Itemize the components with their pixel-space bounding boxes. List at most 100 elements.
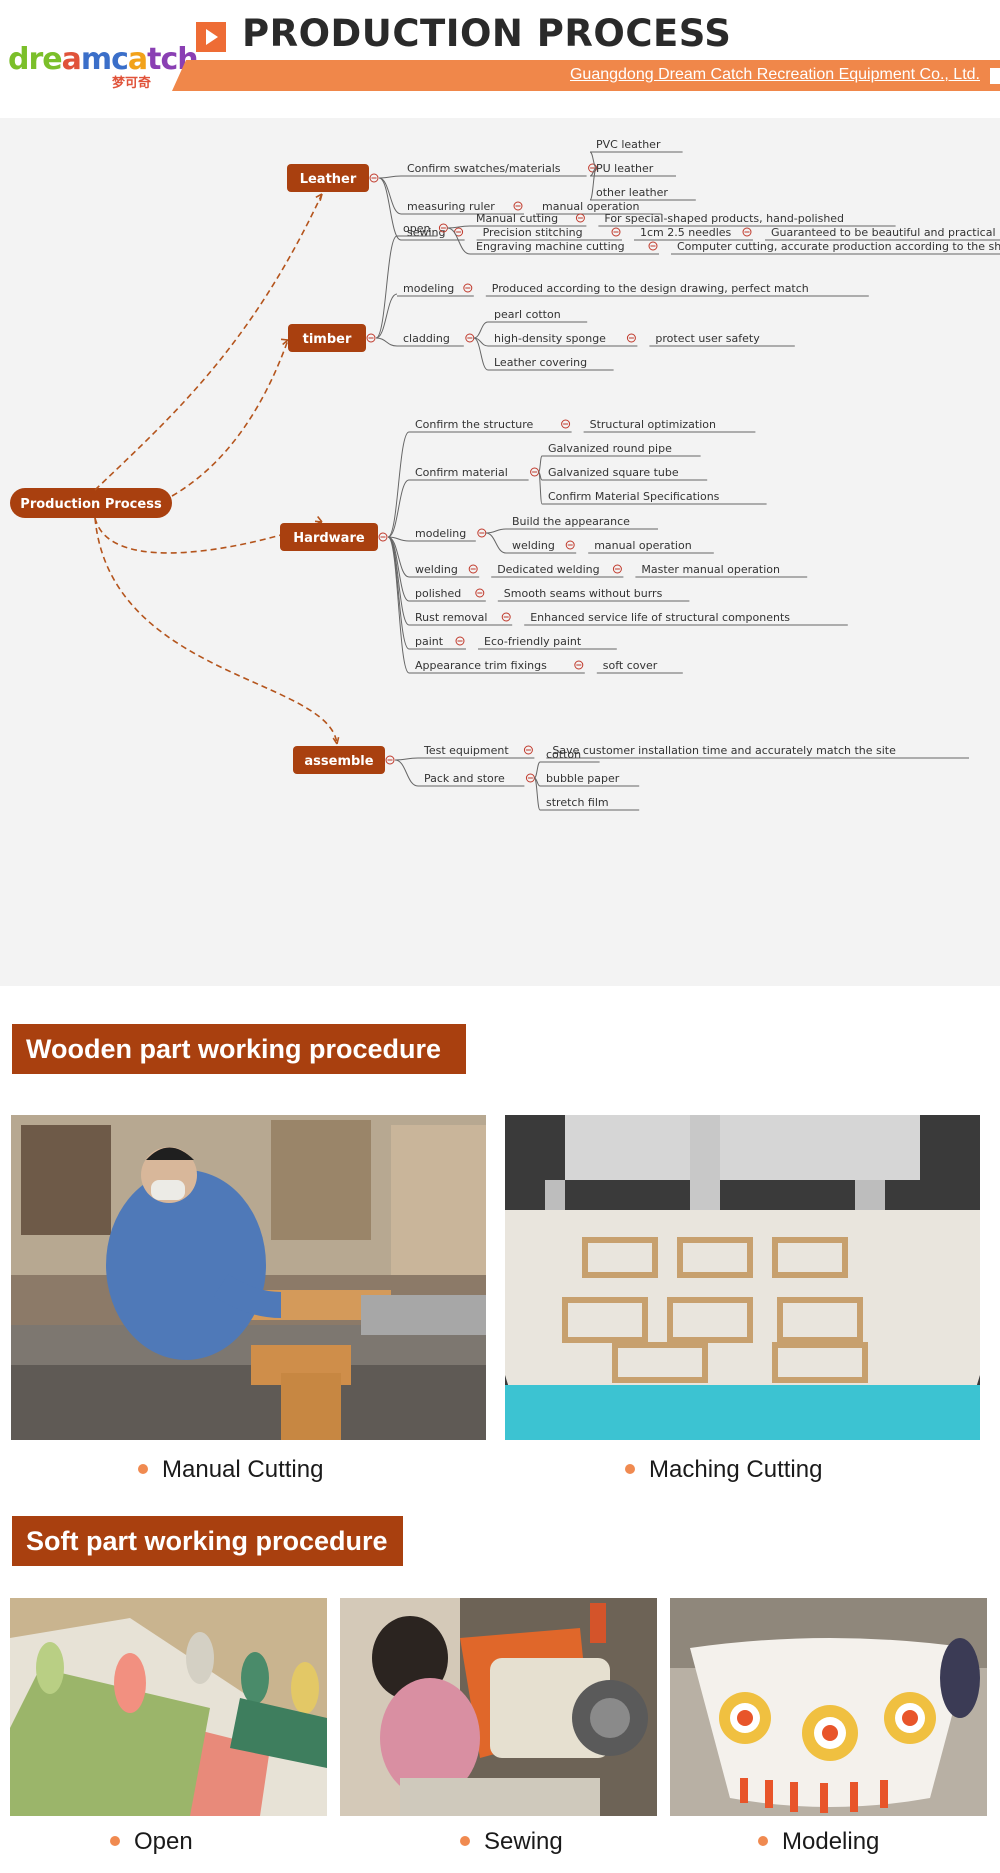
page-header: dreamcatch 梦可奇 PRODUCTION PROCESS Guangd… bbox=[0, 0, 1000, 118]
photo-machine-cutting bbox=[505, 1115, 980, 1440]
caption-text: Sewing bbox=[484, 1828, 563, 1855]
root-node-label: Production Process bbox=[20, 497, 162, 512]
mindmap-label: bubble paper bbox=[546, 772, 620, 785]
mindmap-label: high-density sponge bbox=[494, 332, 606, 345]
logo-wordmark: dreamcatch bbox=[8, 42, 199, 77]
branch-node bbox=[287, 164, 369, 192]
mindmap-label: Confirm the structure bbox=[415, 418, 534, 431]
branch-node bbox=[293, 746, 385, 774]
photo-manual-cutting bbox=[11, 1115, 486, 1440]
collapse-icon bbox=[385, 755, 395, 765]
mindmap-label: Computer cutting, accurate production ac… bbox=[677, 240, 1000, 253]
mindmap-edge bbox=[485, 532, 507, 554]
caption-text: Manual Cutting bbox=[162, 1456, 324, 1483]
mindmap-label: welding bbox=[415, 563, 458, 576]
root-node bbox=[10, 488, 172, 518]
collapse-icon bbox=[626, 333, 636, 343]
collapse-icon bbox=[455, 636, 465, 646]
collapse-icon bbox=[742, 227, 752, 237]
branch-node-label: Leather bbox=[300, 172, 357, 187]
photo-modeling bbox=[670, 1598, 987, 1816]
mindmap-edge bbox=[447, 227, 471, 255]
collapse-icon bbox=[378, 532, 388, 542]
collapse-icon bbox=[475, 588, 485, 598]
company-link[interactable]: Guangdong Dream Catch Recreation Equipme… bbox=[569, 66, 980, 83]
collapse-icon bbox=[648, 241, 658, 251]
mindmap-edge bbox=[447, 225, 471, 229]
photo-open bbox=[10, 1598, 327, 1816]
branch-connector bbox=[171, 339, 289, 497]
mindmap-label: polished bbox=[415, 587, 461, 600]
mindmap-label: other leather bbox=[596, 186, 668, 199]
branch-node bbox=[280, 523, 378, 551]
mindmap-label: Produced according to the design drawing… bbox=[492, 282, 809, 295]
mindmap-edge bbox=[394, 757, 419, 761]
collapse-icon bbox=[523, 745, 533, 755]
collapse-icon bbox=[366, 333, 376, 343]
collapse-icon bbox=[611, 227, 621, 237]
caption-open: Open bbox=[110, 1828, 193, 1856]
mindmap-label: Rust removal bbox=[415, 611, 487, 624]
mindmap-label: Appearance trim fixings bbox=[415, 659, 547, 672]
caption-text: Modeling bbox=[782, 1828, 880, 1855]
mindmap-label: pearl cotton bbox=[494, 308, 561, 321]
mindmap-edge bbox=[387, 536, 410, 650]
photo-sewing bbox=[340, 1598, 657, 1816]
play-icon bbox=[196, 22, 226, 52]
arrowhead bbox=[280, 338, 289, 346]
mindmap-edge bbox=[387, 431, 410, 538]
mindmap-label: protect user safety bbox=[655, 332, 760, 345]
bullet-icon bbox=[138, 1463, 148, 1474]
mindmap-edge bbox=[538, 455, 543, 473]
collapse-icon bbox=[612, 564, 622, 574]
bullet-icon bbox=[460, 1835, 470, 1846]
mindmap-label: manual operation bbox=[542, 200, 640, 213]
band-notch bbox=[990, 68, 1000, 84]
mindmap-label: Build the appearance bbox=[512, 515, 630, 528]
caption-sewing: Sewing bbox=[460, 1828, 563, 1856]
mindmap-label: Enhanced service life of structural comp… bbox=[530, 611, 790, 624]
arrowhead bbox=[315, 193, 323, 201]
page-title: PRODUCTION PROCESS bbox=[242, 12, 732, 55]
mindmap-label: Engraving machine cutting bbox=[476, 240, 625, 253]
mindmap-label: modeling bbox=[403, 282, 454, 295]
mindmap-label: Confirm Material Specifications bbox=[548, 490, 720, 503]
bullet-icon bbox=[758, 1835, 768, 1846]
collapse-icon bbox=[468, 564, 478, 574]
mindmap-label: Guaranteed to be beautiful and practical bbox=[771, 226, 996, 239]
soft-section-title: Soft part working procedure bbox=[12, 1516, 403, 1566]
caption-machine-cutting: Maching Cutting bbox=[625, 1456, 822, 1484]
mindmap-svg: Production ProcessLeathertimberHardwarea… bbox=[10, 138, 1000, 811]
caption-text: Maching Cutting bbox=[649, 1456, 823, 1483]
mindmap-edge bbox=[375, 293, 398, 339]
collapse-icon bbox=[369, 173, 379, 183]
collapse-icon bbox=[463, 283, 473, 293]
arrowhead bbox=[314, 516, 323, 523]
arrowhead bbox=[332, 737, 340, 745]
mindmap-edge bbox=[485, 528, 507, 534]
bullet-icon bbox=[625, 1463, 635, 1474]
brand-logo[interactable]: dreamcatch 梦可奇 bbox=[8, 40, 199, 91]
mindmap-edge bbox=[534, 761, 541, 779]
mindmap-edge bbox=[387, 479, 410, 538]
mindmap-label: Dedicated welding bbox=[497, 563, 599, 576]
collapse-icon bbox=[513, 201, 523, 211]
branch-node-label: assemble bbox=[304, 754, 373, 769]
mindmap-label: cladding bbox=[403, 332, 450, 345]
bullet-icon bbox=[110, 1835, 120, 1846]
mindmap-edge bbox=[387, 536, 410, 626]
logo-chinese: 梦可奇 bbox=[112, 76, 152, 91]
mindmap-label: Precision stitching bbox=[483, 226, 583, 239]
mindmap-label: measuring ruler bbox=[407, 200, 495, 213]
mindmap-label: Confirm material bbox=[415, 466, 508, 479]
branch-node-label: timber bbox=[303, 332, 352, 347]
mindmap-label: Galvanized round pipe bbox=[548, 442, 672, 455]
mindmap-label: Smooth seams without burrs bbox=[504, 587, 663, 600]
mindmap-edge bbox=[378, 177, 402, 241]
mindmap-label: open bbox=[403, 222, 430, 235]
caption-modeling: Modeling bbox=[758, 1828, 879, 1856]
mindmap-label: 1cm 2.5 needles bbox=[640, 226, 732, 239]
mindmap-label: For special-shaped products, hand-polish… bbox=[604, 212, 844, 225]
mindmap-label: cotton bbox=[546, 748, 581, 761]
